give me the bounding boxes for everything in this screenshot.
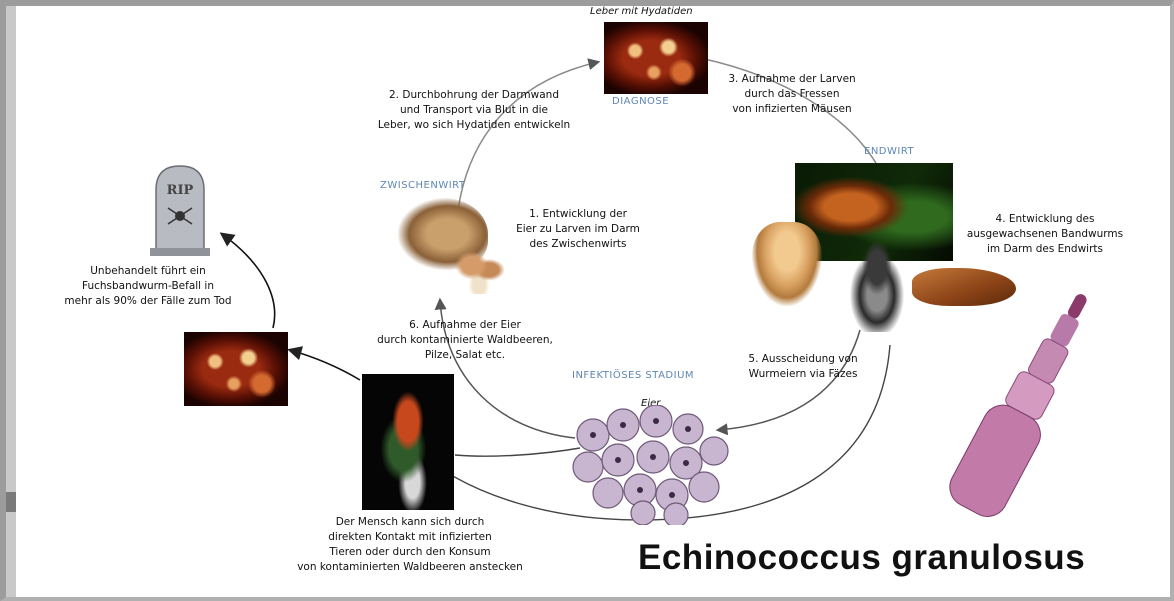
- human-note-text: Der Mensch kann sich durchdirekten Konta…: [270, 515, 550, 575]
- label-endwirt: ENDWIRT: [864, 146, 914, 157]
- liver-hydatid-image-left: [184, 332, 288, 406]
- liver-caption: Leber mit Hydatiden: [590, 6, 693, 17]
- mushrooms-image: [454, 250, 504, 294]
- step-3-text: 3. Aufnahme der Larvendurch das Fressenv…: [712, 72, 872, 117]
- label-infektioses-stadium: INFEKTIÖSES STADIUM: [572, 370, 694, 381]
- death-note-text: Unbehandelt führt einFuchsbandwurm-Befal…: [48, 264, 248, 309]
- arrow-eggs-to-human: [455, 448, 580, 456]
- arrow-human-to-liver: [290, 350, 360, 380]
- page-title: Echinococcus granulosus: [638, 538, 1085, 578]
- liver-hydatid-image: [604, 22, 708, 94]
- dog-image: [842, 240, 912, 332]
- cycle-arrow-zwischenwirt-to-liver: [458, 62, 598, 210]
- gravestone-text: RIP: [167, 183, 194, 198]
- eggs-image: [568, 405, 733, 525]
- step-1-text: 1. Entwicklung derEier zu Larven im Darm…: [508, 207, 648, 252]
- label-diagnose: DIAGNOSE: [612, 96, 669, 107]
- gravestone-image: RIP: [148, 160, 212, 256]
- step-4-text: 4. Entwicklung desausgewachsenen Bandwur…: [960, 212, 1130, 257]
- human-berries-image: [362, 374, 454, 510]
- tapeworm-image: [910, 280, 1160, 530]
- step-2-text: 2. Durchbohrung der Darmwandund Transpor…: [360, 88, 588, 133]
- cat-image: [752, 222, 822, 306]
- step-5-text: 5. Ausscheidung vonWurmeiern via Fäzes: [728, 352, 878, 382]
- label-zwischenwirt: ZWISCHENWIRT: [380, 180, 466, 191]
- step-6-text: 6. Aufnahme der Eierdurch kontaminierte …: [365, 318, 565, 363]
